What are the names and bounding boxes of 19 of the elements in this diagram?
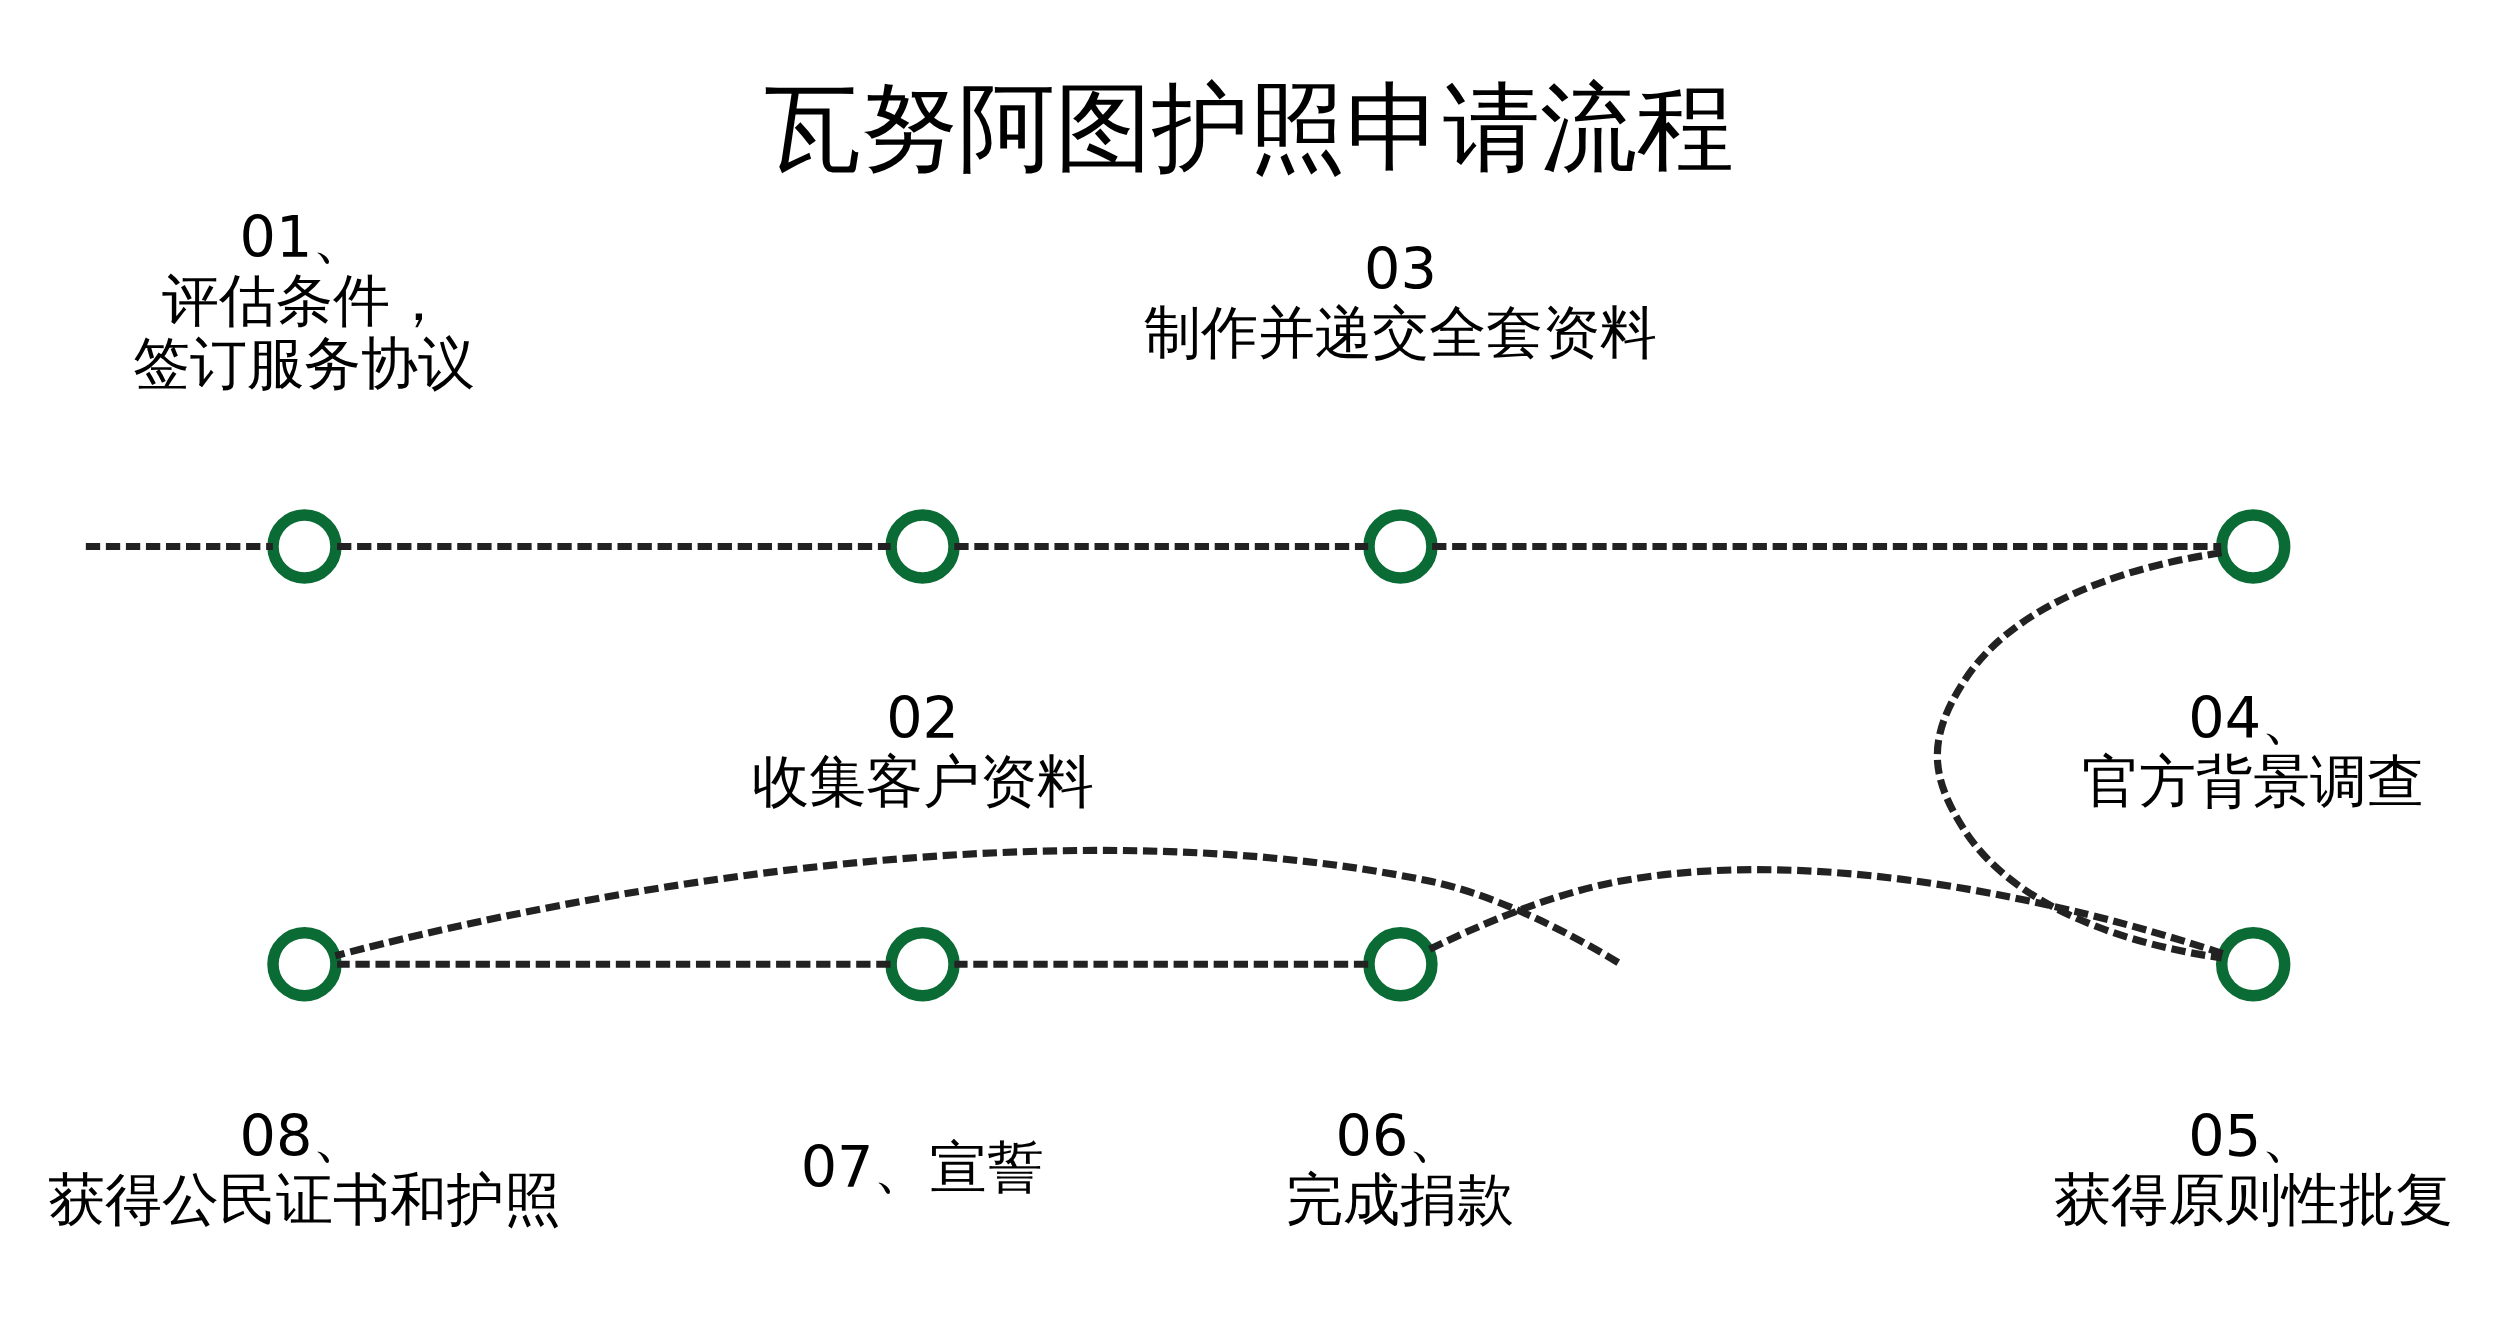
node-circle [267,926,342,1001]
node-circle [2216,508,2291,584]
node-circle [1363,926,1438,1001]
node-circle [885,926,960,1001]
connector [954,960,1369,968]
connector [1427,865,2224,957]
node-circle [1363,508,1438,584]
connector [334,846,1621,966]
connector [337,960,891,968]
connector [1934,548,2223,961]
node-circle [2216,926,2291,1001]
connector [85,542,273,550]
node-label: 07、宣誓 [800,1133,1045,1200]
connector [1432,542,2222,550]
connector [954,542,1369,550]
node-circle [267,508,342,584]
connector [337,542,891,550]
node-circle [885,508,960,584]
diagram-title: 瓦努阿图护照申请流程 [764,70,1735,184]
